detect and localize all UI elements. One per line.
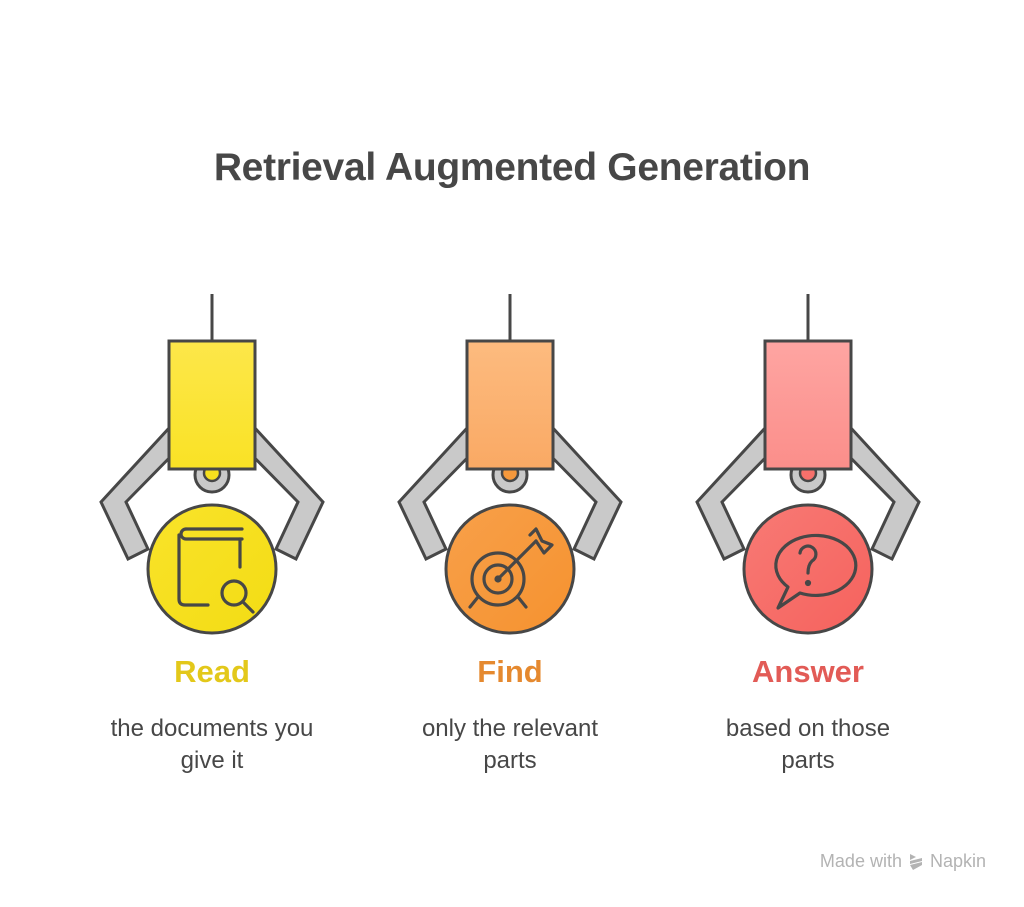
step-description-line: based on those bbox=[725, 715, 891, 742]
step-description: based on those parts bbox=[658, 713, 958, 777]
step-description-line: parts bbox=[781, 747, 835, 774]
book-search-icon bbox=[177, 527, 255, 614]
made-with-text: Made with bbox=[819, 851, 902, 871]
step-description: only the relevant parts bbox=[360, 713, 660, 777]
napkin-brand-text: Napkin bbox=[929, 851, 986, 871]
question-speech-bubble-icon bbox=[774, 533, 858, 610]
target-arrow-icon bbox=[468, 527, 554, 609]
claw-find bbox=[397, 292, 623, 635]
claw-answer bbox=[695, 292, 921, 635]
step-read: Read the documents you give it bbox=[62, 652, 362, 777]
napkin-logo-icon bbox=[909, 853, 922, 870]
page-title: Retrieval Augmented Generation bbox=[213, 146, 811, 189]
step-label: Answer bbox=[752, 654, 864, 689]
step-description: the documents you give it bbox=[62, 713, 362, 777]
step-description-line: give it bbox=[180, 747, 244, 774]
step-description-line: only the relevant bbox=[421, 715, 599, 742]
step-find: Find only the relevant parts bbox=[360, 652, 660, 777]
made-with-napkin-badge[interactable]: Made with Napkin bbox=[820, 851, 986, 872]
step-answer: Answer based on those parts bbox=[658, 652, 958, 777]
step-label: Find bbox=[477, 654, 543, 689]
step-description-line: the documents you bbox=[110, 715, 314, 742]
claw-read bbox=[99, 292, 325, 635]
step-description-line: parts bbox=[483, 747, 537, 774]
step-label: Read bbox=[174, 654, 250, 689]
